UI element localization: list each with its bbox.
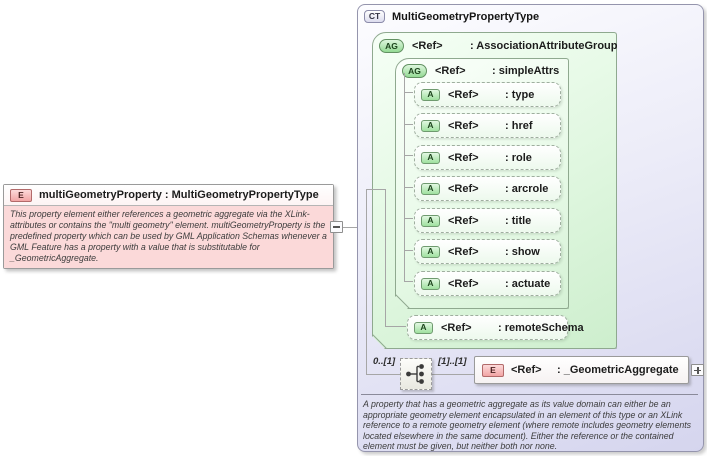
attribute-icon: A	[421, 246, 440, 258]
ref-keyword: <Ref>	[412, 40, 443, 52]
attribute-name: : remoteSchema	[498, 321, 584, 334]
complex-type-icon: CT	[364, 10, 385, 23]
minus-icon	[333, 226, 340, 228]
attribute-group-label: <Ref> : AssociationAttributeGroup	[412, 40, 617, 52]
attribute-stub-line	[404, 218, 413, 219]
sequence-icon	[406, 364, 424, 384]
collapse-toggle[interactable]	[330, 221, 343, 233]
expand-toggle[interactable]	[691, 364, 704, 376]
attribute-group-association: AG <Ref> : AssociationAttributeGroup AG <…	[372, 32, 617, 349]
attribute-name: : show	[505, 245, 540, 258]
attribute-stub-line	[404, 250, 413, 251]
attribute-group-type: : AssociationAttributeGroup	[470, 40, 618, 52]
attribute-box-actuate[interactable]: A <Ref> : actuate	[414, 271, 561, 296]
attribute-group-icon: AG	[402, 64, 427, 78]
attribute-icon: A	[421, 183, 440, 195]
attribute-name: : role	[505, 151, 532, 164]
occurrence-label-left: 0..[1]	[373, 356, 396, 367]
attribute-name: : title	[505, 214, 532, 227]
occurrence-label-right: [1]..[1]	[438, 356, 467, 367]
complex-type-documentation: A property that has a geometric aggregat…	[363, 399, 692, 451]
sequence-compositor[interactable]	[400, 358, 432, 390]
attribute-box-show[interactable]: A <Ref> : show	[414, 239, 561, 264]
attribute-name: : href	[505, 119, 533, 132]
connector-line	[343, 227, 366, 228]
ref-keyword: <Ref>	[448, 277, 479, 290]
attribute-icon: A	[421, 152, 440, 164]
attribute-icon: A	[421, 120, 440, 132]
attribute-icon: A	[414, 322, 433, 334]
attribute-group-icon: AG	[379, 39, 404, 53]
sequence-line-left	[366, 374, 400, 375]
sequence-line-right	[432, 374, 474, 375]
attribute-icon: A	[421, 278, 440, 290]
complex-type-title: MultiGeometryPropertyType	[392, 10, 540, 23]
attribute-stub-line	[404, 187, 413, 188]
element-ref-type: : _GeometricAggregate	[557, 364, 679, 376]
ref-keyword: <Ref>	[441, 321, 472, 334]
complex-type-box: CT MultiGeometryPropertyType AG <Ref> : A…	[357, 4, 704, 452]
plus-icon	[694, 366, 701, 374]
attribute-tree-line	[404, 73, 405, 282]
element-icon: E	[482, 363, 504, 377]
attribute-stub-line	[404, 281, 413, 282]
attribute-label: <Ref> : show	[448, 246, 540, 258]
attribute-name: : arcrole	[505, 182, 549, 195]
tree-trunk-line	[385, 189, 386, 327]
element-documentation: This property element either references …	[4, 206, 333, 268]
ref-keyword: <Ref>	[448, 88, 479, 101]
attribute-box-href[interactable]: A <Ref> : href	[414, 113, 561, 138]
ref-keyword: <Ref>	[448, 214, 479, 227]
attribute-box-type[interactable]: A <Ref> : type	[414, 82, 561, 107]
attribute-group-label: <Ref> : simpleAttrs	[435, 65, 559, 77]
bevel-corner	[395, 294, 409, 308]
attribute-group-simpleattrs: AG <Ref> : simpleAttrs A <Ref> : type A <R…	[395, 58, 569, 309]
attribute-stub-line	[404, 155, 413, 156]
attribute-icon: A	[421, 215, 440, 227]
attribute-box-title[interactable]: A <Ref> : title	[414, 208, 561, 233]
element-header[interactable]: E multiGeometryProperty : MultiGeometryP…	[4, 185, 333, 206]
attribute-group-association-header[interactable]: AG <Ref> : AssociationAttributeGroup	[379, 39, 617, 53]
attribute-name: : type	[505, 88, 535, 101]
attribute-label: <Ref> : arcrole	[448, 183, 548, 195]
tree-trunk-line	[366, 189, 367, 375]
attribute-label: <Ref> : role	[448, 152, 532, 164]
attribute-label: <Ref> : actuate	[448, 278, 550, 290]
ref-keyword: <Ref>	[448, 119, 479, 132]
tree-branch-line	[366, 189, 386, 190]
element-icon: E	[10, 188, 32, 202]
tree-branch-line	[385, 326, 406, 327]
ref-keyword: <Ref>	[448, 245, 479, 258]
attribute-box-role[interactable]: A <Ref> : role	[414, 145, 561, 170]
attribute-label: <Ref> : remoteSchema	[441, 322, 584, 334]
ref-keyword: <Ref>	[511, 364, 542, 376]
attribute-name: : actuate	[505, 277, 551, 290]
element-ref-geometricaggregate[interactable]: E <Ref> : _GeometricAggregate	[474, 356, 689, 384]
attribute-label: <Ref> : title	[448, 215, 531, 227]
attribute-label: <Ref> : href	[448, 120, 533, 132]
attribute-box-arcrole[interactable]: A <Ref> : arcrole	[414, 176, 561, 201]
element-box-multiGeometryProperty[interactable]: E multiGeometryProperty : MultiGeometryP…	[3, 184, 334, 269]
ref-keyword: <Ref>	[448, 182, 479, 195]
element-title: multiGeometryProperty : MultiGeometryPro…	[39, 189, 319, 201]
bevel-corner	[372, 334, 386, 348]
ref-keyword: <Ref>	[448, 151, 479, 164]
attribute-label: <Ref> : type	[448, 89, 534, 101]
attribute-box-remoteschema[interactable]: A <Ref>: remoteSchema	[407, 315, 568, 340]
attribute-icon: A	[421, 89, 440, 101]
attribute-group-simpleattrs-header[interactable]: AG <Ref> : simpleAttrs	[402, 64, 559, 78]
attribute-stub-line	[404, 92, 413, 93]
attribute-group-type: : simpleAttrs	[492, 65, 560, 77]
complex-type-header[interactable]: CT MultiGeometryPropertyType	[364, 10, 539, 23]
ref-keyword: <Ref>	[435, 65, 466, 77]
element-ref-label: <Ref> : _GeometricAggregate	[511, 364, 679, 376]
documentation-divider	[361, 394, 698, 395]
attribute-stub-line	[404, 124, 413, 125]
